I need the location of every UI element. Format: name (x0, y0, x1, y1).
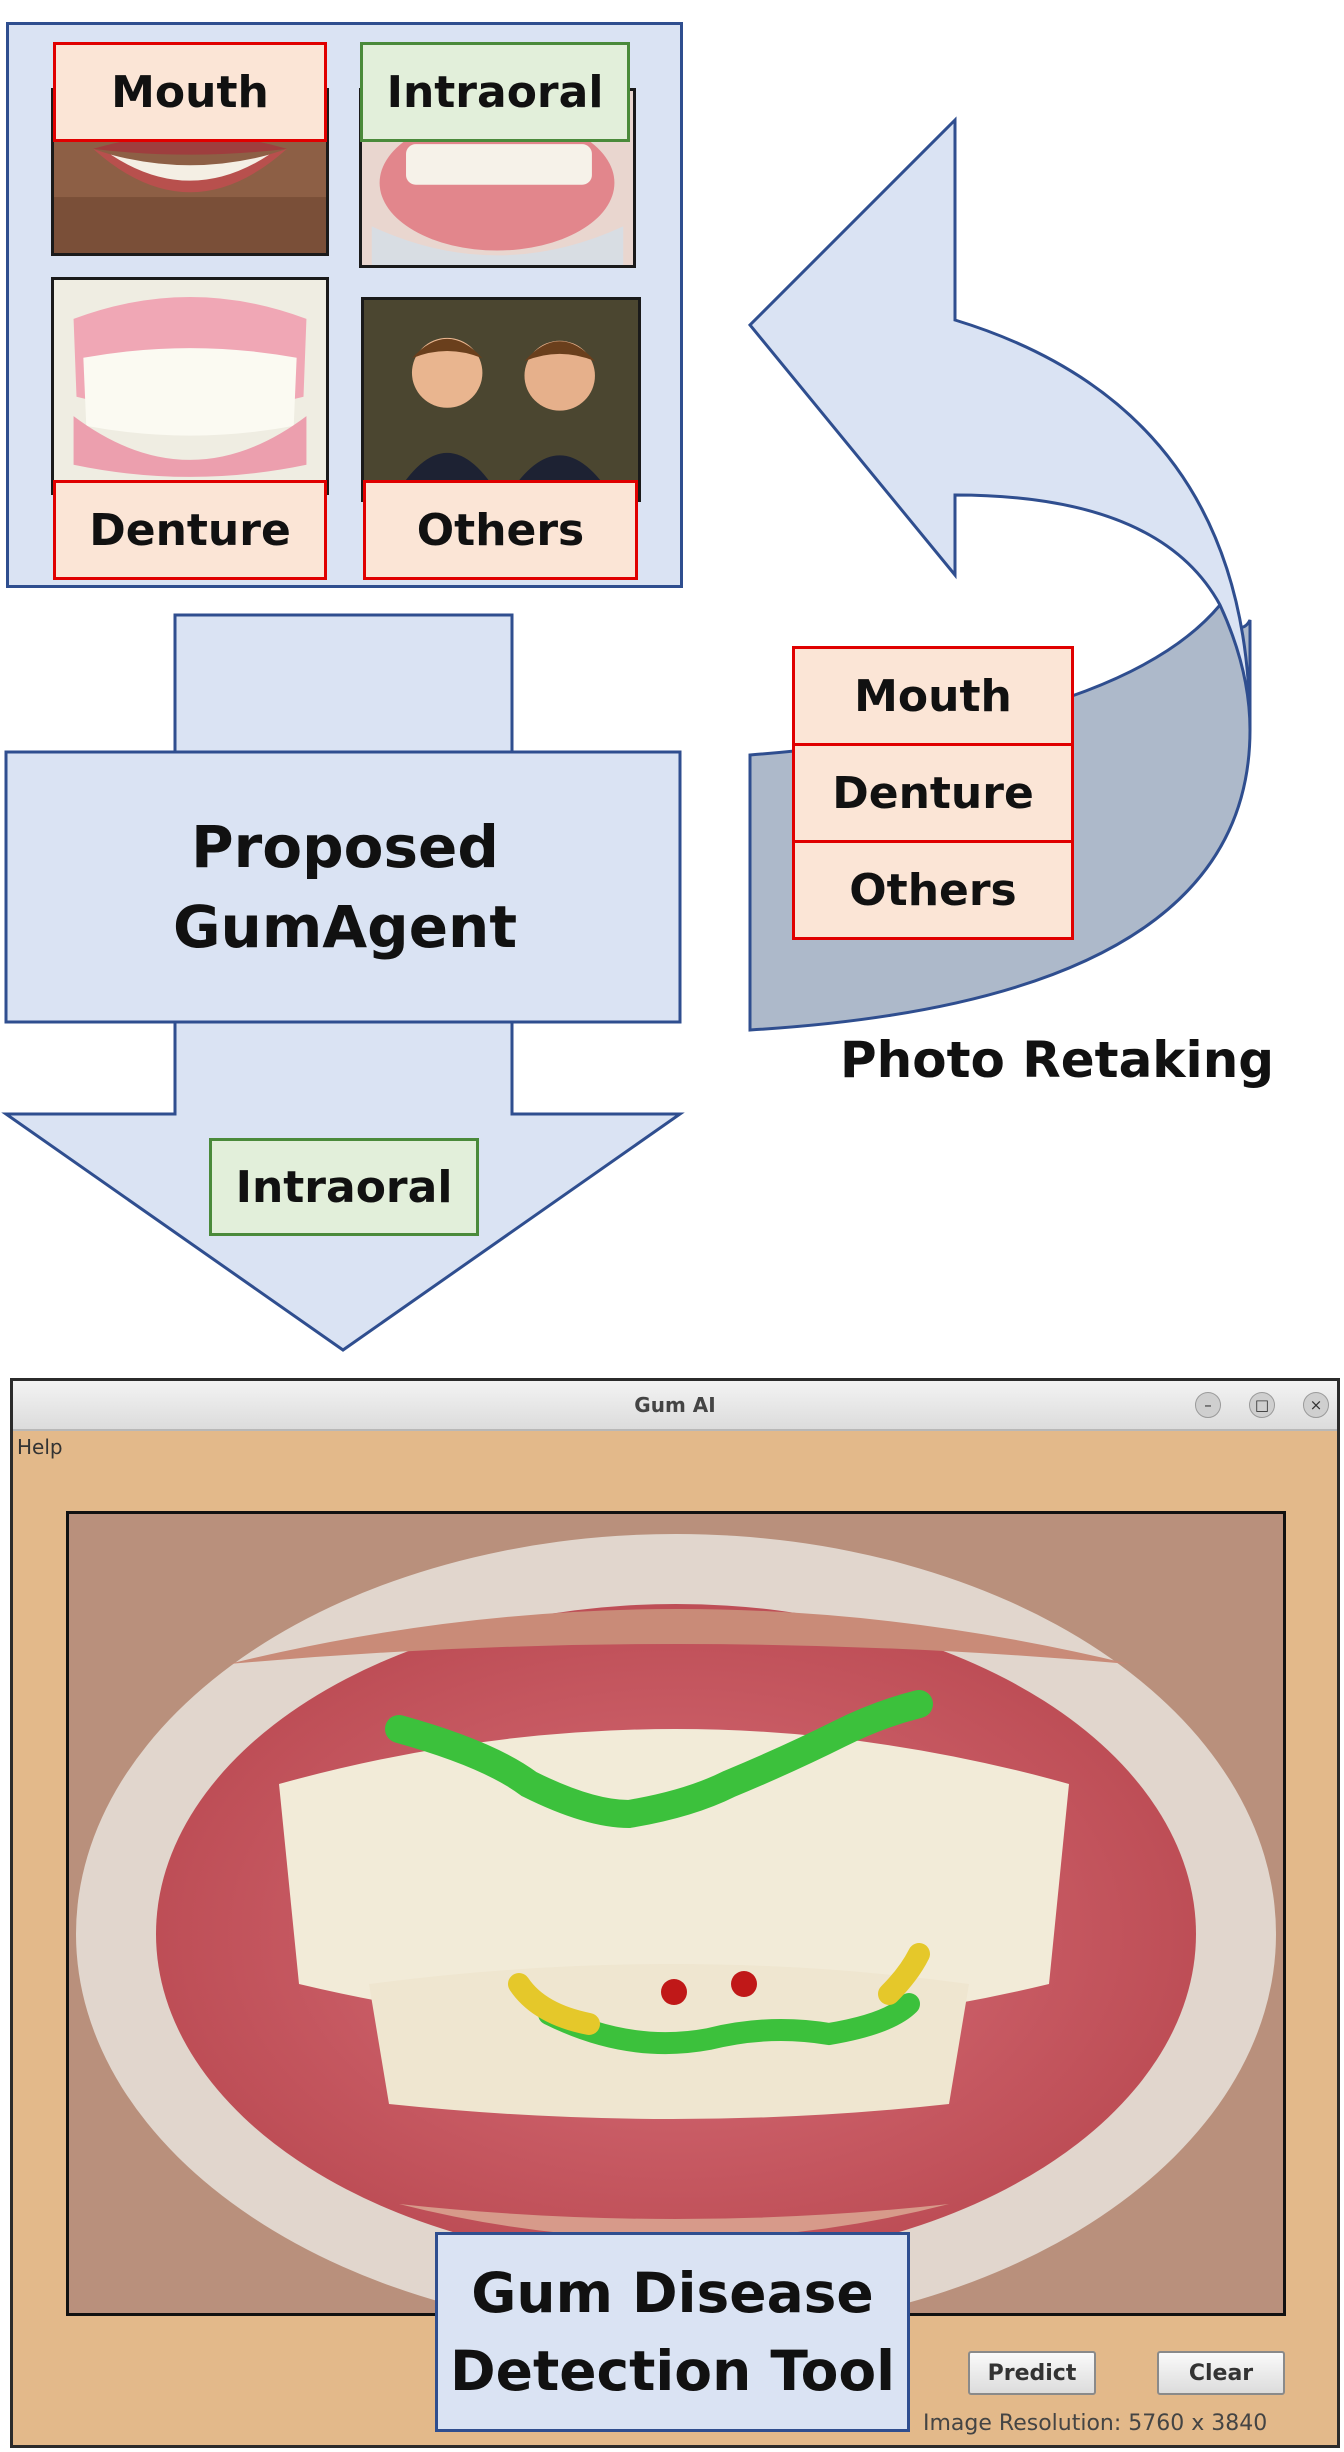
gum-ai-window: Gum AI – □ × Help (10, 1378, 1340, 2448)
title-bar: Gum AI – □ × (13, 1381, 1337, 1431)
retake-caption-text: Photo Retaking (840, 1031, 1275, 1089)
gumagent-title: Proposed GumAgent (10, 802, 680, 972)
retake-item-denture: Denture (792, 743, 1074, 843)
mouth-photo (51, 88, 329, 256)
tool-caption-line2: Detection Tool (449, 2339, 896, 2403)
label-mouth-text: Mouth (111, 66, 269, 118)
denture-photo (51, 277, 329, 495)
retake-item-others: Others (792, 840, 1074, 940)
label-others-text: Others (416, 504, 585, 556)
menu-help[interactable]: Help (17, 1435, 63, 1459)
output-label-intraoral: Intraoral (209, 1138, 479, 1236)
label-others: Others (363, 480, 638, 580)
predict-button[interactable]: Predict (968, 2351, 1096, 2395)
tool-caption: Gum Disease Detection Tool (435, 2232, 910, 2432)
label-intraoral: Intraoral (360, 42, 630, 142)
label-denture-text: Denture (89, 504, 291, 556)
retake-item-mouth: Mouth (792, 646, 1074, 746)
processing-arrow (1, 613, 685, 1352)
label-denture: Denture (53, 480, 327, 580)
retake-item-others-text: Others (849, 864, 1017, 916)
retake-item-mouth-text: Mouth (854, 670, 1012, 722)
label-mouth: Mouth (53, 42, 327, 142)
retake-item-denture-text: Denture (832, 767, 1034, 819)
intraoral-photo (359, 88, 636, 268)
clear-button[interactable]: Clear (1157, 2351, 1285, 2395)
others-photo (361, 297, 641, 502)
tool-caption-line1: Gum Disease (471, 2261, 874, 2325)
intraoral-image-view (66, 1511, 1286, 2316)
maximize-button[interactable]: □ (1249, 1392, 1275, 1418)
resolution-status: Image Resolution: 5760 x 3840 (923, 2411, 1268, 2436)
close-button[interactable]: × (1303, 1392, 1329, 1418)
gumagent-line1: Proposed (191, 813, 499, 881)
label-intraoral-text: Intraoral (386, 66, 604, 118)
window-title: Gum AI (634, 1393, 716, 1417)
gumagent-line2: GumAgent (172, 893, 518, 961)
output-label-text: Intraoral (235, 1161, 453, 1213)
minimize-button[interactable]: – (1195, 1392, 1221, 1418)
retake-caption: Photo Retaking (840, 1020, 1310, 1100)
